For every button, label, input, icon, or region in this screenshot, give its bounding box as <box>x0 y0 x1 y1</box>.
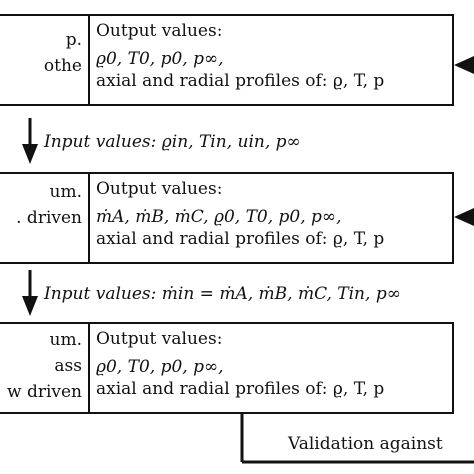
box-2-right-cell: Output values: ṁA, ṁB, ṁC, ϱ0, T0, p0, p… <box>90 174 452 262</box>
box-3-output-values: ϱ0, T0, p0, p∞, <box>96 357 224 377</box>
box-1-output-values: ϱ0, T0, p0, p∞, <box>96 49 224 69</box>
box-1-left-line-2: othe <box>43 56 82 76</box>
process-box-2: um. . driven Output values: ṁA, ṁB, ṁC, … <box>0 172 454 264</box>
box-3-left-line-1: um. <box>49 330 82 350</box>
process-box-1: p. othe Output values: ϱ0, T0, p0, p∞, a… <box>0 14 454 106</box>
box-3-left-cell: um. ass w driven <box>0 324 90 412</box>
box-2-left-line-1: um. <box>49 182 82 202</box>
box-3-left-line-3: w driven <box>6 382 82 402</box>
box-3-profiles: axial and radial profiles of: ϱ, T, p <box>96 379 385 399</box>
box-1-output-title: Output values: <box>96 21 223 41</box>
process-box-3: um. ass w driven Output values: ϱ0, T0, … <box>0 322 454 414</box>
input-values-1: Input values: ϱin, Tin, uin, p∞ <box>44 132 301 152</box>
box-2-output-title: Output values: <box>96 179 223 199</box>
box-1-left-line-1: p. <box>65 30 82 50</box>
box-3-left-line-2: ass <box>54 356 82 376</box>
box-3-output-title: Output values: <box>96 329 223 349</box>
down-arrow-1-icon <box>22 118 38 164</box>
input-values-2: Input values: ṁin = ṁA, ṁB, ṁC, Tin, p∞ <box>44 284 401 304</box>
incoming-arrow-1-icon <box>454 56 474 74</box>
box-1-right-cell: Output values: ϱ0, T0, p0, p∞, axial and… <box>90 16 452 104</box>
box-2-profiles: axial and radial profiles of: ϱ, T, p <box>96 229 385 249</box>
down-arrow-2-icon <box>22 270 38 316</box>
box-2-left-cell: um. . driven <box>0 174 90 262</box>
box-3-right-cell: Output values: ϱ0, T0, p0, p∞, axial and… <box>90 324 452 412</box>
incoming-arrow-2-icon <box>454 208 474 226</box>
validation-connector <box>240 414 474 464</box>
box-2-output-values: ṁA, ṁB, ṁC, ϱ0, T0, p0, p∞, <box>96 207 342 227</box>
validation-label: Validation against <box>288 434 443 454</box>
box-1-left-cell: p. othe <box>0 16 90 104</box>
box-1-profiles: axial and radial profiles of: ϱ, T, p <box>96 71 385 91</box>
box-2-left-line-2: . driven <box>16 208 82 228</box>
